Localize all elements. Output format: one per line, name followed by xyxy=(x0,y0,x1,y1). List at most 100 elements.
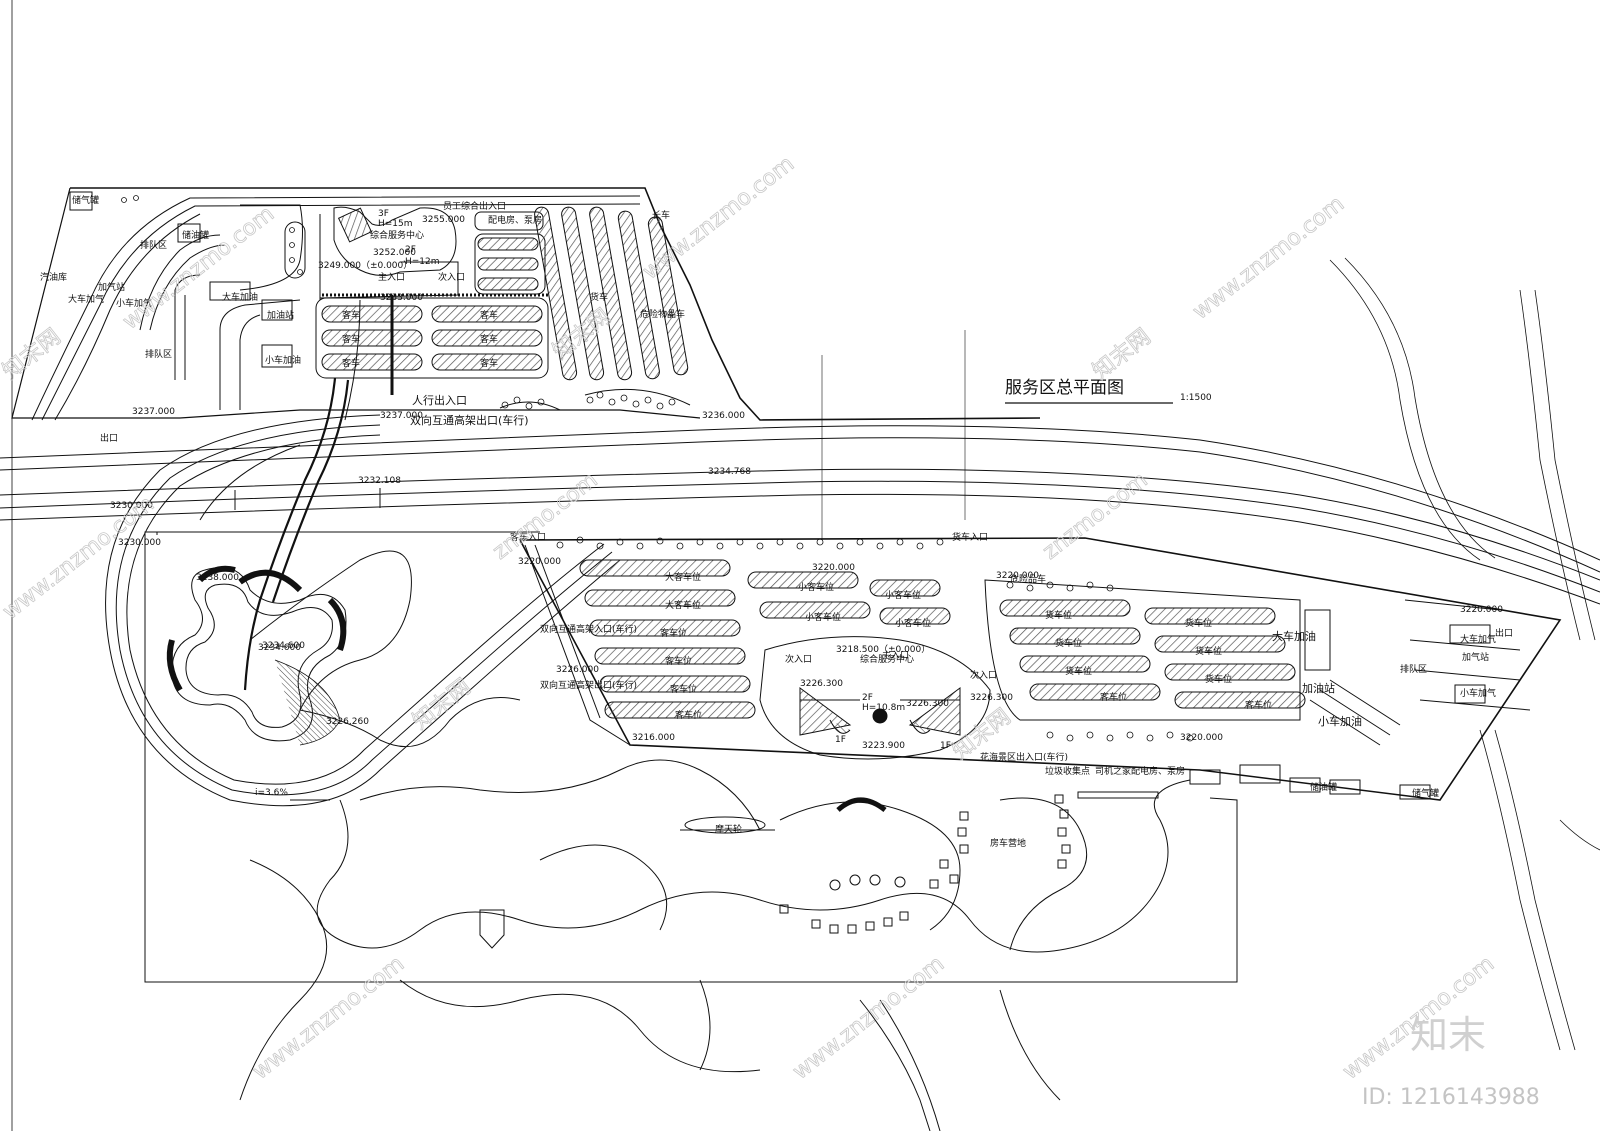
north-label: 客车 xyxy=(342,309,360,321)
north-label: 次入口 xyxy=(438,271,465,283)
watermark-text: znzmo.com xyxy=(488,468,602,565)
south-label: 花海景区出入口(车行) xyxy=(980,751,1068,763)
north-label: 大车加油 xyxy=(222,291,258,303)
north-label: 客车 xyxy=(480,333,498,345)
south-label: 双向互通高架入口(车行) xyxy=(540,623,637,635)
south-label: 房车营地 xyxy=(990,837,1026,849)
south-service-area xyxy=(518,537,1562,801)
south-tree-dots xyxy=(556,536,1194,742)
road-elevation: 3230.000 xyxy=(110,501,153,511)
south-elevation: 3226.260 xyxy=(326,717,369,727)
road-elevation: 3232.108 xyxy=(358,476,401,486)
watermark-id: ID: 1216143988 xyxy=(1362,1085,1540,1110)
north-label: 长车 xyxy=(652,209,670,221)
watermark-text: www.znzmo.com xyxy=(118,201,279,334)
parking-label: 客车位 xyxy=(665,655,692,667)
south-label: 货车入口 xyxy=(952,531,988,543)
parking-label: 小客车位 xyxy=(895,617,931,629)
south-elevation: 3238.000 xyxy=(196,573,239,583)
parking-label: 客车位 xyxy=(1245,699,1272,711)
north-label: 排队区 xyxy=(145,348,172,360)
parking-label: 客车位 xyxy=(660,627,687,639)
north-label: 3F xyxy=(378,209,389,219)
watermark-brand: 知末网 xyxy=(1088,324,1155,384)
north-label: 大车加气 xyxy=(68,293,104,305)
north-label: 客车 xyxy=(342,333,360,345)
north-label: 汽油库 xyxy=(40,271,67,283)
parking-label: 客车位 xyxy=(1100,691,1127,703)
north-label: 加气站 xyxy=(98,281,125,293)
north-label: 主入口 xyxy=(378,271,405,283)
north-label: H=12m xyxy=(405,257,440,267)
interchange-loop xyxy=(105,299,621,807)
south-label: 危险品车 xyxy=(1010,573,1046,585)
south-label: 摩天轮 xyxy=(715,823,742,835)
south-elevation: 3220.000 xyxy=(996,571,1039,581)
right-side-roads xyxy=(1329,257,1600,1051)
road-elevation: 3234.768 xyxy=(708,467,751,477)
north-label: 双向互通高架出口(车行) xyxy=(410,413,529,427)
south-label: H=10.8m xyxy=(862,703,905,713)
north-elevation: 3236.000 xyxy=(702,411,745,421)
parking-label: 小客车位 xyxy=(798,581,834,593)
south-elevation: 3220.000 xyxy=(812,563,855,573)
parking-label: 小客车位 xyxy=(805,611,841,623)
south-label: 主入口 xyxy=(882,649,909,661)
north-label: 客车 xyxy=(342,357,360,369)
north-label: 小车加气 xyxy=(116,297,152,309)
south-label: 2F xyxy=(862,693,873,703)
north-label: 客车 xyxy=(480,357,498,369)
south-label: 小车加气 xyxy=(1460,687,1496,699)
north-label: 危险物品车 xyxy=(640,308,685,320)
south-elevation: 3216.000 xyxy=(632,733,675,743)
south-elevation: 3226.300 xyxy=(906,699,949,709)
north-elevation: 3237.000 xyxy=(132,407,175,417)
parking-label: 货车位 xyxy=(1055,637,1082,649)
south-labels: 客车入口 货车入口 双向互通高架入口(车行) 双向互通高架出口(车行) 次入口 … xyxy=(196,531,1513,849)
road-elevation: 3230.000 xyxy=(118,538,161,548)
drawing-title: 服务区总平面图 xyxy=(1005,378,1124,398)
parking-label: 大客车位 xyxy=(665,599,701,611)
parking-label: 小客车位 xyxy=(885,589,921,601)
north-label: 加油站 xyxy=(267,309,294,321)
north-elevation: 3237.000 xyxy=(380,411,423,421)
south-elevation: 3220.000 xyxy=(518,557,561,567)
north-label: H=15m xyxy=(378,219,413,229)
svg-text:4: 4 xyxy=(668,310,674,320)
south-elevation: 3220.000 xyxy=(1180,733,1223,743)
north-elevation: 3249.000（±0.000） xyxy=(318,260,412,271)
north-service-area xyxy=(11,187,1041,421)
north-labels: 储气罐 排队区 储油罐 汽油库 大车加气 加气站 小车加气 排队区 大车加油 加… xyxy=(40,194,745,444)
south-elevation: 3223.900 xyxy=(862,741,905,751)
south-elevation: 3226.300 xyxy=(970,693,1013,703)
north-elevation: 3233.000 xyxy=(380,293,423,303)
drawing-scale: 1:1500 xyxy=(1180,393,1212,403)
south-label: 次入口 xyxy=(970,669,997,681)
north-label: 出口 xyxy=(100,432,118,444)
south-label: 双向互通高架出口(车行) xyxy=(540,679,637,691)
parking-label: 客车位 xyxy=(670,683,697,695)
watermark-text: www.znzmo.com xyxy=(1188,191,1349,324)
north-label: 员工综合出入口 xyxy=(443,200,506,212)
road-grade: i=3.6% xyxy=(255,788,288,798)
south-label: 次入口 xyxy=(785,653,812,665)
north-tree-dots xyxy=(121,195,676,410)
parking-label: 客车位 xyxy=(675,709,702,721)
parking-label: 大客车位 xyxy=(665,571,701,583)
south-label: 1F xyxy=(835,735,846,745)
watermark-text: www.znzmo.com xyxy=(248,951,409,1084)
north-label: 储油罐 xyxy=(182,229,209,241)
south-label: 垃圾收集点 xyxy=(1045,765,1090,777)
parking-label: 货车位 xyxy=(1185,617,1212,629)
north-elevation: 3252.000 xyxy=(373,248,416,258)
south-label: 大车加气 xyxy=(1460,633,1496,645)
parking-label: 货车位 xyxy=(1045,609,1072,621)
watermark-text: www.znzmo.com xyxy=(788,951,949,1084)
parking-label: 货车位 xyxy=(1195,645,1222,657)
north-label: 2F xyxy=(405,245,416,255)
watermark-logo: 知末 xyxy=(1410,1013,1486,1057)
north-elevation: 3255.000 xyxy=(422,215,465,225)
road-elevation: 3234.600 xyxy=(262,641,305,651)
north-label: 人行出入口 xyxy=(412,393,467,407)
